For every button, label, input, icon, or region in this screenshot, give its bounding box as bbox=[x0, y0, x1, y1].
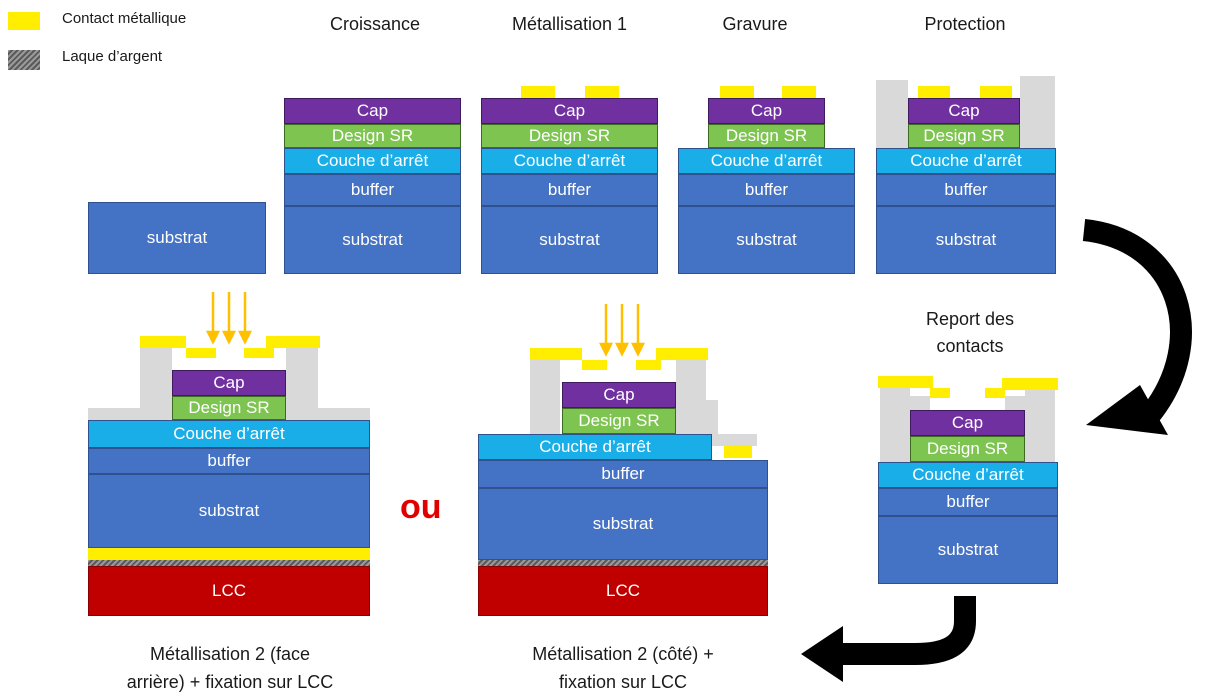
metal-contact bbox=[980, 86, 1012, 98]
substrate-layer: substrat bbox=[876, 206, 1056, 274]
design-sr-layer: Design SR bbox=[708, 124, 825, 148]
substrate-layer: substrat bbox=[284, 206, 461, 274]
substrate-layer: substrat bbox=[88, 202, 266, 274]
title-gravure: Gravure bbox=[722, 14, 788, 34]
report-title: Report des contacts bbox=[880, 306, 1060, 360]
protection-layer bbox=[140, 348, 172, 408]
protection-layer bbox=[530, 360, 560, 434]
laque-layer bbox=[88, 560, 370, 566]
metal-contact bbox=[878, 376, 933, 388]
cap-layer: Cap bbox=[708, 98, 825, 124]
design-sr-layer: Design SR bbox=[481, 124, 658, 148]
buffer-layer: buffer bbox=[878, 488, 1058, 516]
metal-contact bbox=[244, 348, 274, 358]
substrate-layer: substrat bbox=[878, 516, 1058, 584]
lcc-layer: LCC bbox=[88, 566, 370, 616]
metal-contact bbox=[186, 348, 216, 358]
substrate-layer: substrat bbox=[678, 206, 855, 274]
title-protection: Protection bbox=[924, 14, 1006, 34]
caption-left-line2: arrière) + fixation sur LCC bbox=[126, 672, 334, 692]
protection-layer bbox=[876, 80, 908, 148]
protection-layer bbox=[712, 434, 757, 446]
design-sr-layer: Design SR bbox=[172, 396, 286, 420]
ou-label: ou bbox=[400, 488, 442, 526]
curved-arrow-down-left-icon bbox=[1082, 219, 1192, 435]
metal-contact bbox=[782, 86, 816, 98]
caption-left-line1: Métallisation 2 (face bbox=[149, 644, 311, 664]
buffer-layer: buffer bbox=[481, 174, 658, 206]
caption-right: Métallisation 2 (côté) + fixation sur LC… bbox=[478, 640, 768, 696]
cap-layer: Cap bbox=[172, 370, 286, 396]
substrate-layer: substrat bbox=[481, 206, 658, 274]
report-title-line1: Report des bbox=[925, 309, 1015, 329]
metal-contact bbox=[266, 336, 320, 348]
caption-right-line2: fixation sur LCC bbox=[558, 672, 688, 692]
down-arrows-icon bbox=[205, 292, 253, 345]
buffer-layer: buffer bbox=[284, 174, 461, 206]
lcc-layer: LCC bbox=[478, 566, 768, 616]
stop-layer: Couche d’arrêt bbox=[876, 148, 1056, 174]
cap-layer: Cap bbox=[284, 98, 461, 124]
design-sr-layer: Design SR bbox=[910, 436, 1025, 462]
metal-contact bbox=[636, 360, 661, 370]
design-sr-layer: Design SR bbox=[562, 408, 676, 434]
buffer-layer: buffer bbox=[478, 460, 768, 488]
laque-legend-swatch bbox=[8, 50, 40, 70]
cap-layer: Cap bbox=[562, 382, 676, 408]
protection-layer bbox=[676, 360, 706, 434]
metal-contact bbox=[530, 348, 582, 360]
metal-contact bbox=[918, 86, 950, 98]
cap-layer: Cap bbox=[910, 410, 1025, 436]
stop-layer: Couche d’arrêt bbox=[284, 148, 461, 174]
protection-layer bbox=[880, 388, 910, 462]
stop-layer: Couche d’arrêt bbox=[878, 462, 1058, 488]
metal-contact bbox=[724, 446, 752, 458]
design-sr-layer: Design SR bbox=[908, 124, 1020, 148]
buffer-layer: buffer bbox=[678, 174, 855, 206]
title-croissance: Croissance bbox=[329, 14, 421, 34]
substrate-layer: substrat bbox=[478, 488, 768, 560]
metal-contact bbox=[521, 86, 555, 98]
stop-layer: Couche d’arrêt bbox=[678, 148, 855, 174]
metal-contact bbox=[1002, 378, 1058, 390]
metal-contact bbox=[720, 86, 754, 98]
metal-contact bbox=[582, 360, 607, 370]
cap-layer: Cap bbox=[908, 98, 1020, 124]
design-sr-layer: Design SR bbox=[284, 124, 461, 148]
protection-layer bbox=[1020, 76, 1055, 148]
substrate-layer: substrat bbox=[88, 474, 370, 548]
stop-layer: Couche d’arrêt bbox=[88, 420, 370, 448]
laque-legend-label: Laque d’argent bbox=[62, 48, 163, 65]
caption-left: Métallisation 2 (face arrière) + fixatio… bbox=[90, 640, 370, 696]
protection-layer bbox=[1025, 388, 1055, 462]
title-metallisation1: Métallisation 1 bbox=[511, 14, 628, 34]
buffer-layer: buffer bbox=[876, 174, 1056, 206]
metal-contact bbox=[985, 388, 1005, 398]
metal-legend-swatch bbox=[8, 12, 40, 30]
metal-contact bbox=[930, 388, 950, 398]
report-title-line2: contacts bbox=[936, 336, 1004, 356]
cap-layer: Cap bbox=[481, 98, 658, 124]
stop-layer: Couche d’arrêt bbox=[481, 148, 658, 174]
caption-right-line1: Métallisation 2 (côté) + bbox=[532, 644, 714, 664]
buffer-layer: buffer bbox=[88, 448, 370, 474]
metal-contact bbox=[585, 86, 619, 98]
protection-layer bbox=[910, 396, 930, 412]
protection-layer bbox=[1005, 396, 1025, 412]
curved-arrow-left-icon bbox=[801, 596, 976, 682]
laque-layer bbox=[478, 560, 768, 566]
metal-legend-label: Contact métallique bbox=[62, 10, 187, 27]
metal-contact bbox=[88, 548, 370, 560]
down-arrows-icon bbox=[598, 304, 646, 357]
protection-layer bbox=[706, 400, 718, 434]
metal-contact bbox=[656, 348, 708, 360]
stop-layer: Couche d’arrêt bbox=[478, 434, 712, 460]
protection-layer bbox=[286, 348, 318, 408]
metal-contact bbox=[140, 336, 186, 348]
